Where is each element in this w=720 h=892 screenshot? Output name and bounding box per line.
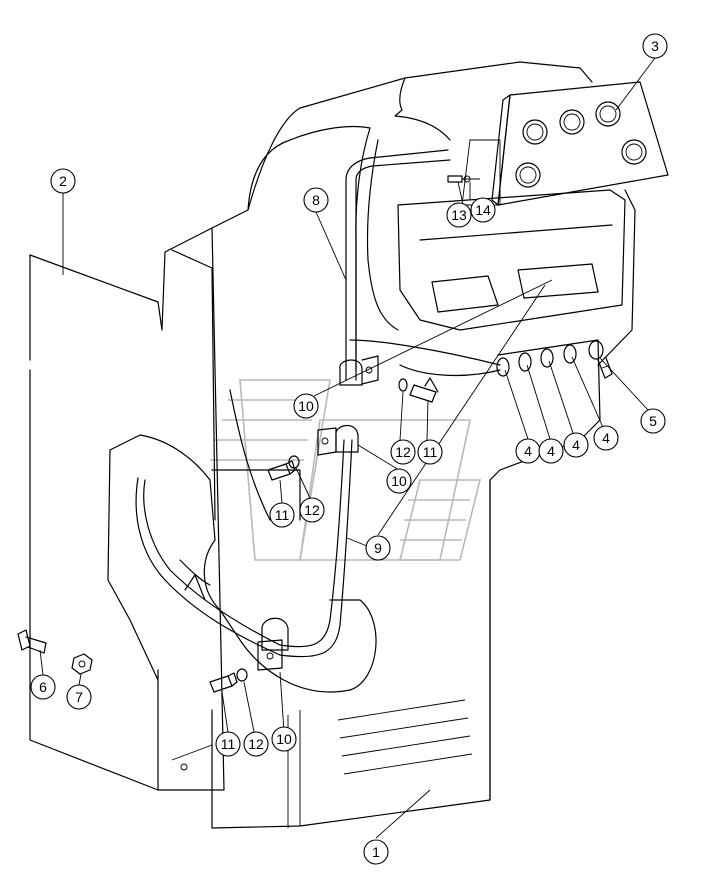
callout-12: 12 bbox=[299, 497, 325, 523]
callout-label: 8 bbox=[312, 192, 320, 208]
clamp-part-10-middle bbox=[317, 425, 359, 456]
callout-4: 4 bbox=[515, 438, 541, 464]
callout-label: 6 bbox=[39, 679, 47, 695]
clamp-part-10-upper bbox=[339, 355, 379, 386]
callout-label: 11 bbox=[221, 736, 236, 752]
callout-label: 4 bbox=[547, 443, 555, 459]
callout-label: 12 bbox=[248, 736, 264, 752]
callout-11: 11 bbox=[417, 439, 443, 465]
callout-12: 12 bbox=[390, 439, 416, 465]
callout-14: 14 bbox=[470, 197, 496, 223]
callout-label: 5 bbox=[649, 413, 657, 429]
callout-4: 4 bbox=[538, 438, 564, 464]
callout-4: 4 bbox=[563, 432, 589, 458]
callout-2: 2 bbox=[50, 168, 76, 194]
washer-part-12-upper bbox=[398, 378, 408, 392]
callout-label: 11 bbox=[423, 444, 438, 460]
bolt-part-11-upper bbox=[409, 377, 439, 403]
callout-label: 7 bbox=[75, 689, 83, 705]
callout-label: 12 bbox=[395, 444, 411, 460]
callout-12: 12 bbox=[243, 731, 269, 757]
callout-label: 4 bbox=[524, 443, 532, 459]
key-switch-part-5 bbox=[588, 340, 613, 379]
callout-4: 4 bbox=[593, 425, 619, 451]
callout-10: 10 bbox=[271, 726, 297, 752]
callout-7: 7 bbox=[66, 684, 92, 710]
callout-label: 10 bbox=[391, 473, 407, 489]
callout-8: 8 bbox=[303, 187, 329, 213]
instrument-panel-part-3 bbox=[491, 81, 669, 206]
callout-11: 11 bbox=[215, 731, 241, 757]
callout-5: 5 bbox=[640, 408, 666, 434]
callout-10: 10 bbox=[386, 468, 412, 494]
callout-label: 4 bbox=[602, 430, 610, 446]
callout-11: 11 bbox=[269, 502, 295, 528]
bolt-part-11-lower bbox=[209, 672, 238, 693]
callout-label: 11 bbox=[275, 507, 290, 523]
callout-13: 13 bbox=[446, 202, 472, 228]
callout-label: 10 bbox=[298, 398, 314, 414]
callout-label: 9 bbox=[374, 540, 382, 556]
washer-part-12-middle bbox=[288, 455, 300, 469]
side-panel-part-2 bbox=[29, 227, 225, 791]
seal-parts-4 bbox=[496, 344, 577, 377]
nut-part-7 bbox=[71, 653, 93, 675]
callout-label: 12 bbox=[304, 502, 320, 518]
cable-part-8 bbox=[107, 149, 501, 693]
callout-9: 9 bbox=[365, 535, 391, 561]
callout-1: 1 bbox=[363, 839, 389, 865]
washer-part-12-lower bbox=[236, 668, 248, 682]
leader-lines bbox=[39, 57, 656, 839]
callout-label: 1 bbox=[372, 844, 380, 860]
callout-label: 2 bbox=[59, 173, 67, 189]
callout-label: 3 bbox=[651, 38, 659, 54]
bolt-part-6 bbox=[17, 629, 47, 654]
callout-10: 10 bbox=[293, 393, 319, 419]
screw-part-13 bbox=[447, 175, 480, 183]
clamp-part-10-lower bbox=[257, 617, 289, 671]
callout-label: 14 bbox=[475, 202, 491, 218]
callout-6: 6 bbox=[30, 674, 56, 700]
callout-3: 3 bbox=[642, 33, 668, 59]
callout-label: 4 bbox=[572, 437, 580, 453]
callout-label: 13 bbox=[451, 207, 467, 223]
callout-label: 10 bbox=[276, 731, 292, 747]
